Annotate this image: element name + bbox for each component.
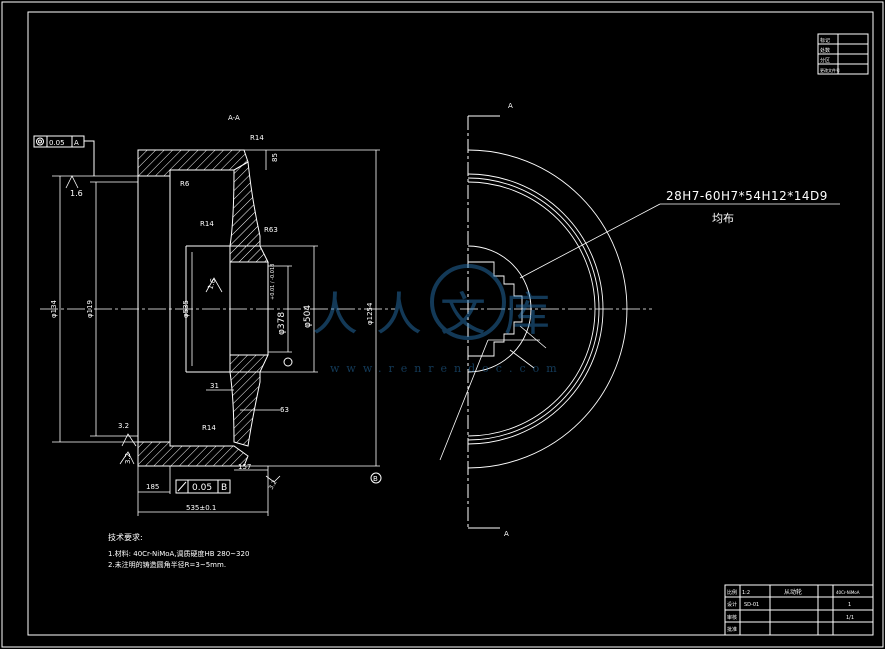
tb-design-label: 设计 [727,601,737,608]
concentricity-tolerance-frame: 0.05 A [33,135,95,176]
bore-datum-marker [283,357,293,367]
view-mark-top: A [508,102,513,110]
dim-phi378-tol: +0.01 / -0.018 [270,264,276,300]
tb-quantity: 1 [848,602,851,608]
tol-concentricity-value: 0.05 [49,139,65,147]
tb-scale-value: 1:2 [742,590,750,596]
tb-part-code: SD-01 [744,602,759,608]
rev-row-2: 处数 [820,47,830,54]
dim-85: 85 [271,153,279,162]
tech-line-2: 2.未注明的铸造圆角半径R=3~5mm. [108,560,226,569]
spline-label: 28H7-60H7*54H12*14D9 [666,189,828,203]
dim-r63: R63 [264,226,278,234]
dim-63: 63 [280,406,289,414]
dim-157: 157 [238,463,251,471]
tb-approve-label: 批准 [727,626,737,633]
rough-1-6-a: 1.6 [70,189,83,198]
inner-frame [27,11,874,636]
dim-r14-mid: R14 [200,220,214,228]
dim-185: 185 [146,483,159,491]
horizontal-dimension-lines [137,389,280,516]
rough-3-2-a: 3.2 [118,422,129,430]
dim-phi134: φ134 [50,299,58,318]
tol-flatness-datum: B [221,483,227,493]
rough-3-2-b: 3.2 [124,453,132,464]
spline-sub-label: 均布 [712,212,734,225]
section-label: A-A [228,114,240,122]
tb-material: 40Cr-NiMoA [836,590,860,595]
rough-1-6-b: 1.6 [206,277,218,291]
flatness-icon [177,481,187,492]
dim-535-len: 535±0.1 [186,504,216,512]
tb-review-label: 审核 [727,614,737,621]
dim-phi504: φ504 [303,305,313,328]
tech-title: 技术要求: [108,532,143,542]
section-profile [137,149,269,467]
dim-r14-top: R14 [250,134,264,142]
rev-row-4: 更改文件号 [820,67,840,73]
tb-part-name: 从动轮 [784,588,802,596]
tol-flatness-value: 0.05 [192,483,212,493]
rev-row-1: 标记 [820,37,830,44]
datum-label: B [373,475,378,483]
dim-r14-bot: R14 [202,424,216,432]
cutting-plane-line [467,115,500,529]
spline-leader [519,203,661,279]
dim-phi1254: φ1254 [366,302,374,325]
tol-concentricity-datum: A [74,139,79,147]
watermark-text: 人人文库 [312,287,568,341]
rough-right: 3.2 [268,479,279,491]
concentricity-icon [36,137,44,146]
tech-line-1: 1.材料: 40Cr-NiMoA,调质硬度HB 280~320 [108,549,249,558]
rev-row-3: 分区 [820,57,830,64]
tb-scale-label: 比例 [727,589,737,596]
datum-b-marker [370,472,382,484]
revision-block: 标记 处数 分区 更改文件号 [817,33,869,75]
dim-r6: R6 [180,180,190,188]
title-block: 比例 1:2 设计 审核 批准 从动轮 SD-01 40Cr-NiMoA 1 1… [724,584,874,636]
dim-phi119: φ119 [86,300,94,318]
angle-leader [439,339,489,461]
tb-sheet: 1/1 [846,615,854,621]
view-mark-bottom: A [504,530,509,538]
dim-phi535: φ535 [182,300,190,318]
dim-phi378: φ378 [277,312,287,335]
flatness-tolerance-frame: 0.05 B [175,479,231,494]
dim-31: 31 [210,382,219,390]
watermark: 人人文库 www.renrendoc.com [312,264,568,375]
watermark-url: www.renrendoc.com [330,362,564,375]
roughness-symbol-icon [65,175,281,483]
